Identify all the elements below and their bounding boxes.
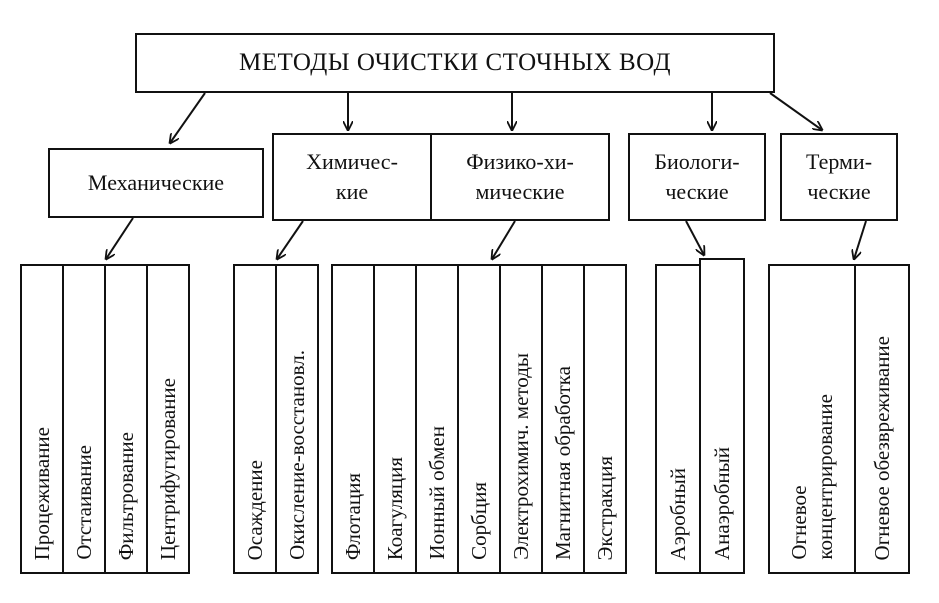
method-item: Сорбция	[457, 264, 501, 574]
arrow-chemical-to-items	[277, 220, 304, 259]
method-item: Ионный обмен	[415, 264, 459, 574]
category-physicochemical: Физико-хи- мические	[430, 133, 610, 221]
category-thermal: Терми- ческие	[780, 133, 898, 221]
method-item: Огневое обезвреживание	[854, 264, 910, 574]
arrow-title-to-thermal	[769, 92, 822, 130]
method-item: Отстаивание	[62, 264, 106, 574]
method-item: Процеживание	[20, 264, 64, 574]
diagram-title: МЕТОДЫ ОЧИСТКИ СТОЧНЫХ ВОД	[135, 33, 775, 93]
method-item: Фильтрование	[104, 264, 148, 574]
category-mechanical: Механические	[48, 148, 264, 218]
arrow-thermal-to-items	[854, 220, 867, 259]
method-item: Магнитная обработка	[541, 264, 585, 574]
arrow-biological-to-items	[685, 220, 704, 255]
arrow-mechanical-to-items	[106, 217, 134, 259]
method-item: Анаэробный	[699, 258, 745, 574]
category-chemical: Химичес- кие	[272, 133, 432, 221]
arrow-physicochemical-to-items	[492, 220, 516, 259]
diagram-title-text: МЕТОДЫ ОЧИСТКИ СТОЧНЫХ ВОД	[238, 49, 671, 76]
method-item: Коагуляция	[373, 264, 417, 574]
arrow-title-to-mechanical	[170, 92, 206, 143]
method-item: Огневое концентрирование	[768, 264, 856, 574]
method-item: Экстракция	[583, 264, 627, 574]
method-item: Электрохимич. методы	[499, 264, 543, 574]
method-item: Окисление-восстановл.	[275, 264, 319, 574]
method-item: Центрифугирование	[146, 264, 190, 574]
category-biological: Биологи- ческие	[628, 133, 766, 221]
method-item: Флотация	[331, 264, 375, 574]
method-item: Аэробный	[655, 264, 701, 574]
method-item: Осаждение	[233, 264, 277, 574]
